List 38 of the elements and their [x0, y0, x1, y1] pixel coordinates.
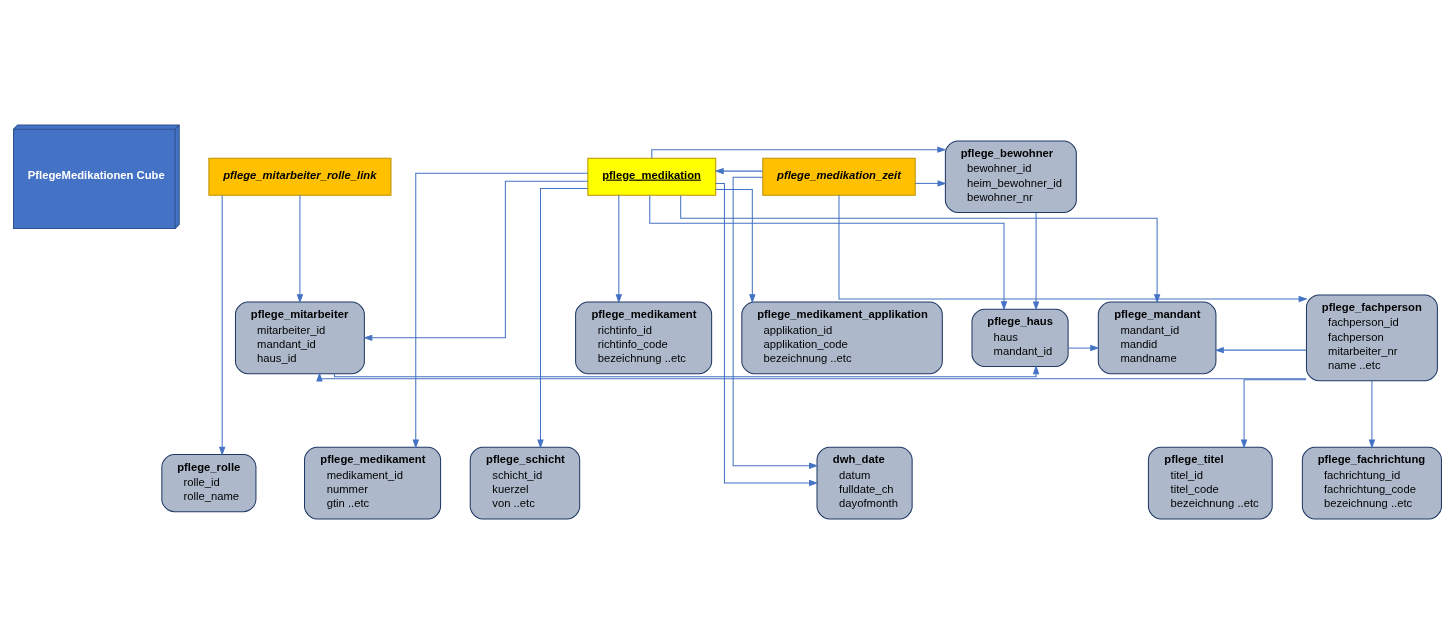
node-box: pflege_medikament medikament_id nummer gtin ..etc — [304, 446, 442, 520]
node-box: pflege_medikation — [587, 157, 717, 196]
node-box: pflege_titel titel_id titel_code bezeichnung ..etc — [1147, 446, 1273, 520]
node-box: pflege_mandant mandant_id mandid mandname — [1097, 301, 1217, 375]
arrow — [296, 194, 304, 304]
node-box: pflege_medikament richtinfo_id richtinfo_code bezeichnung ..etc — [575, 301, 713, 375]
node-box: pflege_mitarbeiter_rolle_link — [208, 157, 392, 196]
arrow — [715, 182, 819, 487]
arrow — [1368, 380, 1376, 449]
arrow — [333, 364, 1040, 378]
arrow — [714, 167, 764, 175]
node-box: pflege_fachperson fachperson_id fachperson mitarbeiter_nr name ..etc — [1305, 294, 1438, 382]
node-box: pflege_fachrichtung fachrichtung_id fachrichtung_code bezeichnung ..etc — [1301, 446, 1442, 520]
node-box: pflege_mitarbeiter mitarbeiter_id mandant_id haus_id — [234, 301, 365, 375]
node-box: dwh_date datum fulldate_ch dayofmonth — [816, 446, 913, 520]
arrow — [715, 189, 756, 304]
arrow — [363, 180, 589, 342]
arrow — [1067, 344, 1100, 352]
arrow — [651, 146, 947, 159]
arrow — [218, 194, 226, 456]
arrow — [1032, 212, 1040, 311]
arrow — [316, 372, 1307, 382]
arrow — [1214, 346, 1307, 354]
arrow — [537, 188, 589, 449]
arrow — [914, 180, 947, 187]
node-box: pflege_schicht schicht_id kuerzel von ..etc — [469, 446, 581, 520]
arrow — [615, 194, 623, 304]
arrow — [838, 194, 1308, 303]
node-box: pflege_medikation_zeit — [762, 157, 916, 196]
node-box: pflege_rolle rolle_id rolle_name — [161, 453, 257, 513]
node-box: pflege_haus haus mandant_id — [971, 308, 1069, 367]
arrow — [1240, 379, 1307, 449]
node-box: pflege_bewohner bewohner_id heim_bewohner_id bewohner_nr — [944, 140, 1077, 214]
arrow — [732, 176, 819, 469]
arrow — [649, 194, 1008, 311]
arrow — [680, 195, 1161, 304]
node-box: pflege_medikament_applikation applikation_id applikation_code bezeichnung ..etc — [741, 301, 943, 375]
arrow — [412, 172, 589, 449]
